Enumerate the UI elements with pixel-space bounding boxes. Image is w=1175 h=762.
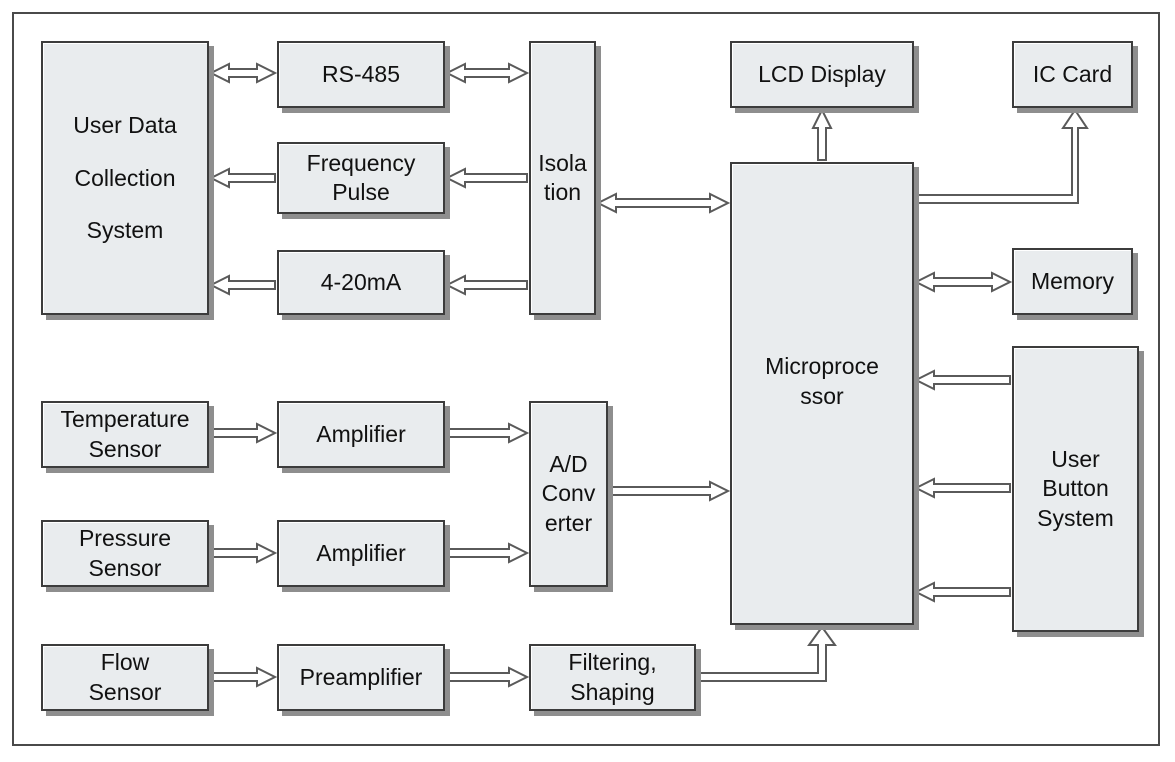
- temperature-sensor-block: Temperature Sensor: [41, 401, 209, 468]
- frequency-pulse-block: Frequency Pulse: [277, 142, 445, 214]
- pressure-to-amplifier-arrow: [210, 542, 278, 564]
- user-data-collection-system-block: User Data Collection System: [41, 41, 209, 315]
- filtering-to-microprocessor-arrow: [697, 625, 837, 682]
- amplifier-2-to-adc-arrow: [446, 542, 530, 564]
- rs485-block: RS-485: [277, 41, 445, 108]
- ad-converter-label: A/D Conv erter: [541, 450, 596, 536]
- frequency-to-user-data-arrow: [208, 167, 276, 189]
- preamplifier-label: Preamplifier: [299, 663, 423, 690]
- amplifier-2-label: Amplifier: [316, 539, 406, 566]
- pressure-sensor-block: Pressure Sensor: [41, 520, 209, 587]
- rs485-user-data-arrow: [208, 62, 278, 84]
- isolation-to-current-loop-arrow: [444, 274, 528, 296]
- lcd-display-block: LCD Display: [730, 41, 914, 108]
- ic-card-label: IC Card: [1032, 60, 1113, 87]
- current-loop-block: 4-20mA: [277, 250, 445, 315]
- pressure-sensor-label: Pressure Sensor: [78, 525, 172, 581]
- isolation-to-frequency-arrow: [444, 167, 528, 189]
- current-loop-to-user-data-arrow: [208, 274, 276, 296]
- microprocessor-to-ic-card-arrow: [915, 108, 1089, 204]
- microprocessor-label: Microproce ssor: [765, 353, 879, 409]
- flow-to-preamplifier-arrow: [210, 666, 278, 688]
- ic-card-block: IC Card: [1012, 41, 1133, 108]
- filtering-shaping-label: Filtering, Shaping: [568, 649, 657, 705]
- frequency-pulse-label: Frequency Pulse: [306, 149, 416, 205]
- rs485-label: RS-485: [322, 60, 400, 87]
- preamplifier-block: Preamplifier: [277, 644, 445, 711]
- user-button-system-label: User Button System: [1037, 445, 1114, 531]
- user-button-to-microprocessor-arrow-3: [913, 581, 1011, 603]
- temperature-to-amplifier-arrow: [210, 422, 278, 444]
- current-loop-label: 4-20mA: [320, 268, 402, 295]
- temperature-sensor-label: Temperature Sensor: [60, 406, 190, 462]
- amplifier-1-block: Amplifier: [277, 401, 445, 468]
- lcd-display-label: LCD Display: [758, 60, 886, 87]
- memory-label: Memory: [1030, 267, 1115, 294]
- user-button-to-microprocessor-arrow-2: [913, 477, 1011, 499]
- flow-sensor-label: Flow Sensor: [88, 649, 162, 705]
- user-data-collection-system-label: User Data Collection System: [73, 111, 177, 244]
- filtering-shaping-block: Filtering, Shaping: [529, 644, 696, 711]
- ad-converter-block: A/D Conv erter: [529, 401, 608, 587]
- user-button-to-microprocessor-arrow-1: [913, 369, 1011, 391]
- preamplifier-to-filtering-arrow: [446, 666, 530, 688]
- isolation-block: Isola tion: [529, 41, 596, 315]
- microprocessor-block: Microproce ssor: [730, 162, 914, 625]
- microprocessor-memory-arrow: [913, 271, 1013, 293]
- isolation-label: Isola tion: [538, 149, 587, 205]
- isolation-microprocessor-arrow: [595, 192, 731, 214]
- microprocessor-to-lcd-arrow: [811, 107, 833, 161]
- amplifier-1-label: Amplifier: [316, 420, 406, 447]
- user-button-system-block: User Button System: [1012, 346, 1139, 632]
- adc-to-microprocessor-arrow: [609, 480, 731, 502]
- isolation-rs485-arrow: [444, 62, 530, 84]
- amplifier-1-to-adc-arrow: [446, 422, 530, 444]
- amplifier-2-block: Amplifier: [277, 520, 445, 587]
- memory-block: Memory: [1012, 248, 1133, 315]
- flow-sensor-block: Flow Sensor: [41, 644, 209, 711]
